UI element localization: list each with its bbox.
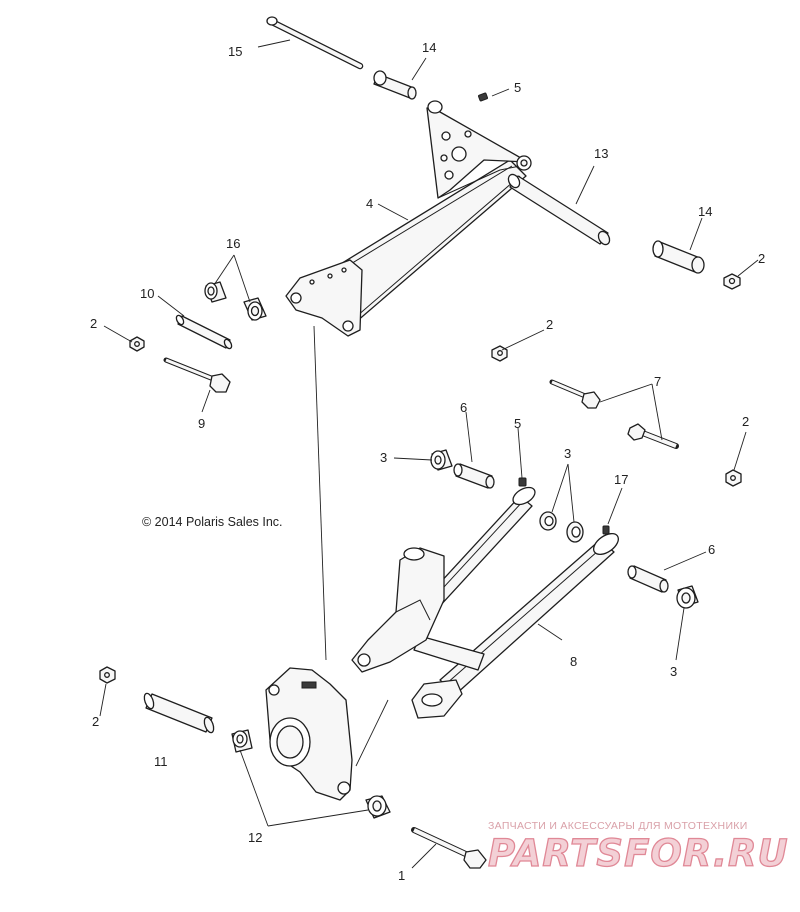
callout-6-upper: 6: [460, 400, 467, 415]
callout-1: 1: [398, 868, 405, 883]
part-7-bolt-lower: [627, 423, 679, 449]
callout-3-pair: 3: [564, 446, 571, 461]
part-14-bushing-right: [652, 240, 705, 274]
part-13-shaft: [507, 173, 611, 246]
part-3-bushing-pair-a: [539, 511, 557, 531]
callout-14-right: 14: [698, 204, 712, 219]
callout-6-right: 6: [708, 542, 715, 557]
callout-2-right-mid: 2: [742, 414, 749, 429]
callout-16: 16: [226, 236, 240, 251]
part-3-bushing-right: [676, 585, 699, 609]
callout-2-bottom-left: 2: [92, 714, 99, 729]
part-1-bolt: [411, 827, 487, 869]
knuckle-bearing-carrier: [265, 667, 353, 801]
part-15-pin: [266, 16, 364, 70]
part-14-bushing-top: [373, 70, 417, 100]
part-11-tube: [143, 692, 215, 734]
callout-3-left: 3: [380, 450, 387, 465]
callout-5-top: 5: [514, 80, 521, 95]
callout-labels: 15 14 5 13 14 4 2 16 10 2 2 9 7 6 5 2 3 …: [90, 40, 765, 883]
part-3-bushing-left: [430, 449, 453, 471]
callout-12: 12: [248, 830, 262, 845]
callout-9: 9: [198, 416, 205, 431]
part-5-grease-fitting-lower: [518, 477, 527, 487]
part-2-nut-left: [129, 336, 145, 352]
callout-2-center: 2: [546, 317, 553, 332]
callout-7: 7: [654, 374, 661, 389]
part-17-fitting: [602, 525, 610, 535]
part-6-spacer-right: [627, 565, 669, 593]
part-4-upper-arm: [285, 100, 532, 337]
part-16-bushing-lower: [243, 297, 267, 321]
part-3-bushing-pair-b: [566, 521, 584, 543]
part-12-bushing-right: [365, 795, 391, 819]
part-9-bolt: [163, 357, 231, 393]
callout-14-top: 14: [422, 40, 436, 55]
watermark-tagline: ЗАПЧАСТИ И АКСЕССУАРЫ ДЛЯ МОТОТЕХНИКИ: [488, 820, 748, 832]
callout-8: 8: [570, 654, 577, 669]
callout-11: 11: [154, 754, 168, 769]
part-16-bushing-upper: [204, 281, 227, 303]
assembly-center-lines: [313, 325, 389, 767]
callout-4: 4: [366, 196, 373, 211]
part-6-spacer-upper: [453, 463, 495, 489]
part-8-lower-arm: [351, 486, 620, 719]
part-2-nut-right-mid: [725, 469, 742, 487]
callout-5-lower: 5: [514, 416, 521, 431]
callout-3-right: 3: [670, 664, 677, 679]
watermark: ЗАПЧАСТИ И АКСЕССУАРЫ ДЛЯ МОТОТЕХНИКИ PA…: [487, 820, 789, 876]
leader-lines: [99, 39, 759, 869]
part-12-bushing-left: [231, 729, 253, 753]
copyright-notice: © 2014 Polaris Sales Inc.: [142, 515, 283, 529]
part-5-grease-fitting-top: [477, 92, 489, 102]
callout-17: 17: [614, 472, 628, 487]
callout-13: 13: [594, 146, 608, 161]
watermark-logo: PARTSFOR.RU: [488, 832, 789, 875]
callout-15: 15: [228, 44, 242, 59]
part-2-nut-bottom-left: [99, 666, 116, 684]
callout-2-left: 2: [90, 316, 97, 331]
callout-10: 10: [140, 286, 154, 301]
part-10-spacer: [175, 314, 233, 350]
part-7-bolt-upper: [549, 379, 601, 409]
part-2-nut-right-top: [723, 273, 741, 290]
callout-2-right-top: 2: [758, 251, 765, 266]
